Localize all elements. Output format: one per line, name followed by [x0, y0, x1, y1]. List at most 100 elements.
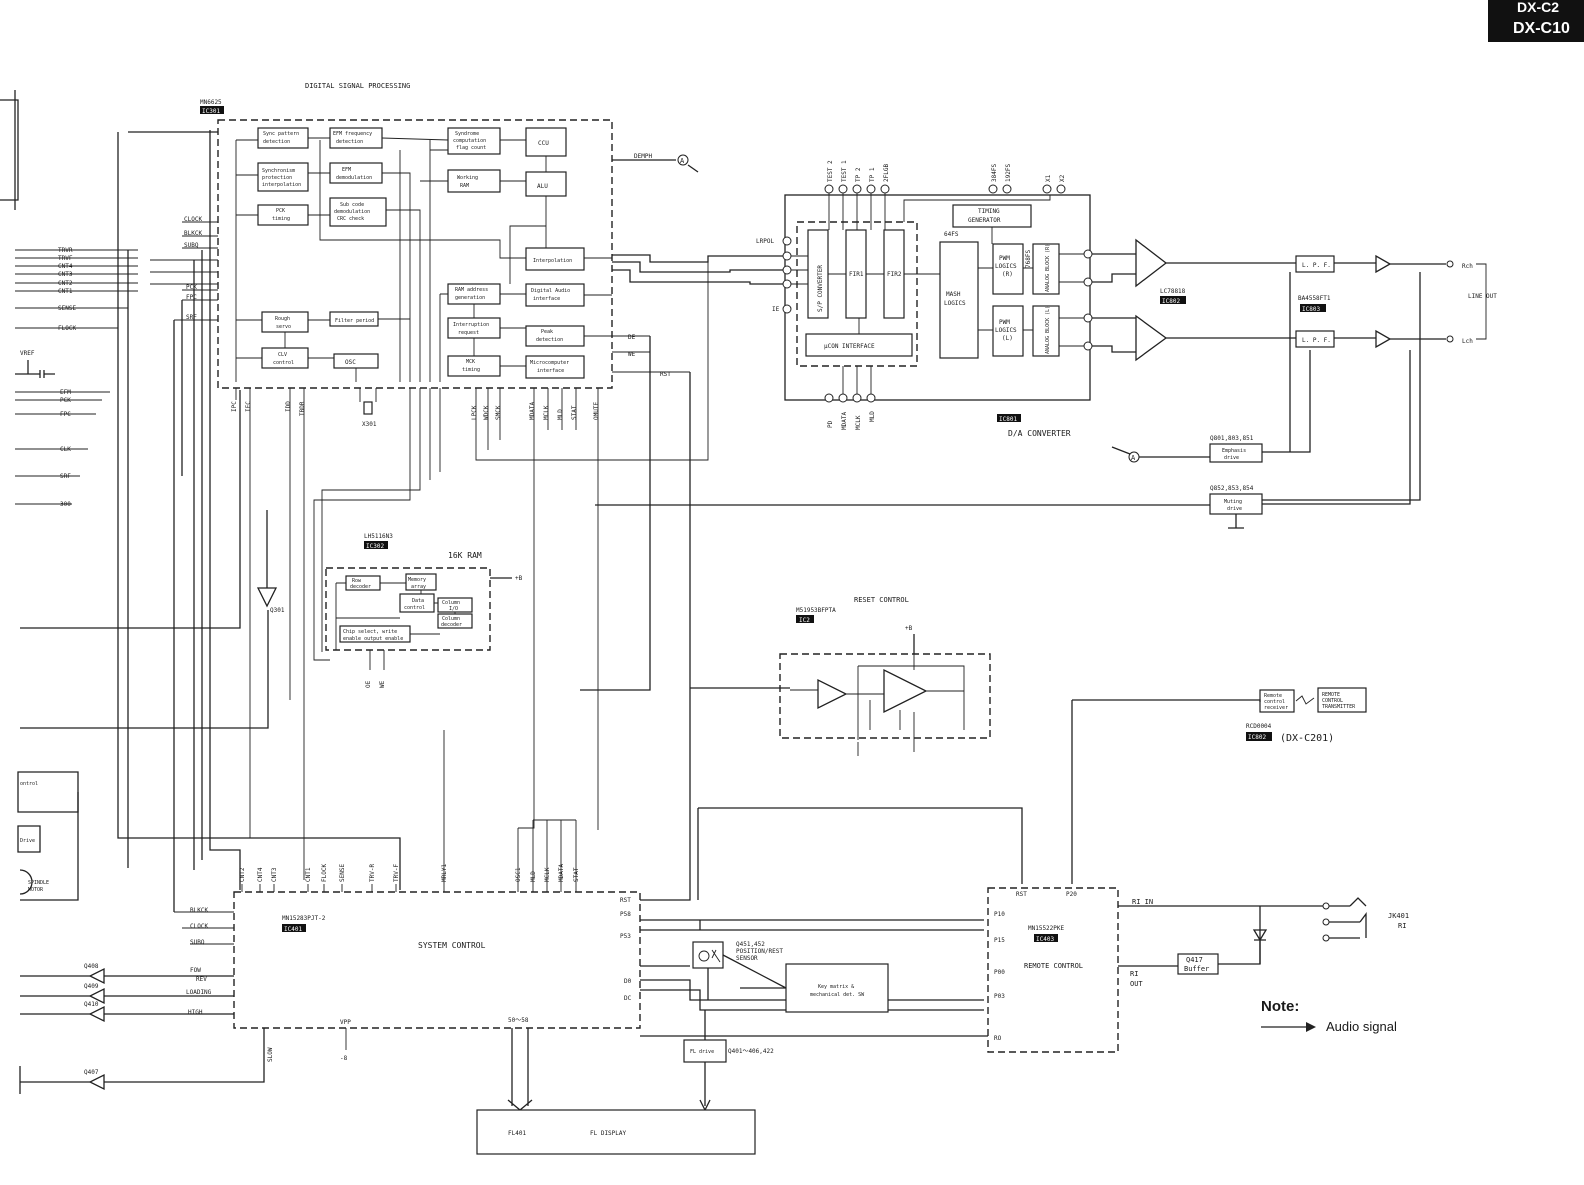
svg-text:SENSOR: SENSOR [736, 955, 758, 962]
note: Note: Audio signal [1261, 998, 1397, 1034]
svg-text:drive: drive [1227, 506, 1242, 512]
svg-text:Syndrome: Syndrome [455, 131, 479, 137]
svg-text:LC78818: LC78818 [1160, 288, 1186, 295]
left-sig-2: CNT4 [58, 263, 73, 270]
svg-text:Interruption: Interruption [453, 322, 489, 328]
ram-block: LH5116N3 IC302 16K RAM Row decoder Memor… [256, 510, 523, 688]
svg-text:PWM: PWM [999, 319, 1010, 326]
ccu-block [525, 127, 567, 157]
svg-text:M51953BFPTA: M51953BFPTA [796, 607, 836, 614]
svg-text:protection: protection [262, 175, 292, 181]
svg-text:TBDR: TBDR [299, 401, 306, 416]
ram-ic: IC302 [366, 543, 384, 550]
svg-text:RST: RST [620, 897, 631, 904]
svg-text:Synchronism: Synchronism [262, 168, 295, 174]
svg-text:50～58: 50～58 [508, 1017, 529, 1024]
svg-text:CRC check: CRC check [337, 216, 364, 222]
svg-text:P20: P20 [1066, 891, 1077, 898]
svg-text:REV: REV [196, 976, 207, 983]
syscon-ic: IC401 [284, 926, 302, 933]
svg-text:generation: generation [455, 295, 485, 301]
dsp-right-0: DE [628, 334, 636, 341]
svg-text:IC803: IC803 [1302, 306, 1320, 313]
left-sig-10: FPC [60, 411, 71, 418]
svg-text:Memory: Memory [408, 577, 426, 583]
dsp-title: DIGITAL SIGNAL PROCESSING [305, 82, 410, 90]
svg-text:TEST 1: TEST 1 [841, 160, 848, 182]
pwm-r-block [992, 243, 1024, 295]
svg-text:MCLK: MCLK [855, 415, 862, 430]
svg-text:Microcomputer: Microcomputer [530, 360, 569, 366]
svg-text:TEST 2: TEST 2 [827, 160, 834, 182]
svg-text:+B: +B [905, 625, 913, 632]
remote-control-block: MN15522PKE IC403 REMOTE CONTROL RST P20 … [640, 887, 1409, 1053]
remote-ctl-title: REMOTE CONTROL [1024, 962, 1083, 970]
svg-text:ontrol: ontrol [20, 781, 38, 787]
left-sig-4: CNT2 [58, 280, 73, 287]
svg-text:Filter period: Filter period [335, 318, 374, 324]
svg-text:LOADING: LOADING [186, 989, 212, 996]
svg-text:Q407: Q407 [84, 1069, 99, 1076]
svg-text:POSITION/REST: POSITION/REST [736, 948, 783, 955]
svg-text:-8: -8 [340, 1055, 348, 1062]
emphasis-drive-block [1209, 443, 1263, 463]
alu-block [525, 171, 567, 197]
svg-text:192FS: 192FS [1005, 164, 1012, 182]
svg-text:CNT3: CNT3 [271, 867, 278, 882]
svg-text:mechanical det. SW: mechanical det. SW [810, 992, 865, 998]
svg-text:+B: +B [515, 575, 523, 582]
svg-text:Sync pattern: Sync pattern [263, 131, 299, 137]
svg-text:detection: detection [263, 139, 290, 145]
svg-text:FL401: FL401 [508, 1130, 526, 1137]
svg-text:Lch: Lch [1462, 338, 1473, 345]
svg-text:PWM: PWM [999, 255, 1010, 262]
svg-text:ANALOG BLOCK (L): ANALOG BLOCK (L) [1045, 306, 1051, 354]
remote-ctl-ic: IC403 [1036, 936, 1054, 943]
svg-text:Row: Row [352, 578, 362, 584]
svg-text:SUBQ: SUBQ [190, 939, 205, 946]
svg-text:interface: interface [537, 368, 564, 374]
svg-text:Q417: Q417 [1186, 956, 1203, 964]
svg-text:LOGICS: LOGICS [944, 300, 966, 307]
svg-text:TRV-R: TRV-R [369, 864, 376, 882]
svg-text:S/P CONVERTER: S/P CONVERTER [817, 265, 824, 312]
svg-text:FL drive: FL drive [690, 1049, 714, 1055]
dsp-right-1: WE [628, 351, 636, 358]
dsp-left-0: CLOCK [184, 216, 202, 223]
left-sig-3: CNT3 [58, 271, 73, 278]
svg-text:MDATA: MDATA [841, 412, 848, 430]
svg-text:I/O: I/O [449, 606, 458, 612]
svg-text:Chip select, write: Chip select, write [343, 629, 397, 635]
svg-text:384FS: 384FS [991, 164, 998, 182]
svg-text:MDATA: MDATA [558, 864, 565, 882]
svg-text:P00: P00 [994, 969, 1005, 976]
remote-receiver: Remote control receiver REMOTE CONTROL T… [1071, 687, 1367, 884]
fl-display-box [476, 1109, 756, 1155]
syscon-title: SYSTEM CONTROL [418, 941, 486, 950]
micro-interface-block [525, 355, 585, 379]
svg-text:flag count: flag count [456, 145, 486, 151]
reset-ic: IC2 [799, 617, 810, 624]
left-edge: TRVR TRVF CNT4 CNT3 CNT2 CNT1 SENSE FLOC… [0, 90, 401, 912]
svg-text:IC802: IC802 [1162, 298, 1180, 305]
svg-text:FLOCK: FLOCK [321, 864, 328, 882]
svg-text:Digital Audio: Digital Audio [531, 288, 570, 294]
svg-text:EFM frequency: EFM frequency [333, 131, 372, 137]
left-sig-8: EFM [60, 389, 71, 396]
svg-text:MN15522PKE: MN15522PKE [1028, 925, 1065, 932]
analog-r-block [1032, 243, 1060, 295]
svg-text:TRANSMITTER: TRANSMITTER [1322, 704, 1356, 710]
peak-block [525, 325, 585, 347]
dsp-part: MN6625 [200, 99, 222, 106]
svg-text:VPP: VPP [340, 1019, 351, 1026]
svg-text:RI: RI [1130, 970, 1138, 978]
svg-text:demodulation: demodulation [334, 209, 370, 215]
lc78818-amp-l [1135, 314, 1168, 362]
pwm-l-block [992, 305, 1024, 357]
svg-text:LPCK: LPCK [471, 405, 478, 420]
svg-text:(R): (R) [1002, 271, 1013, 278]
synchro-block [257, 162, 309, 192]
svg-text:LINE OUT: LINE OUT [1468, 293, 1497, 300]
svg-text:Sub code: Sub code [340, 202, 364, 208]
svg-text:Remote: Remote [1264, 693, 1282, 699]
